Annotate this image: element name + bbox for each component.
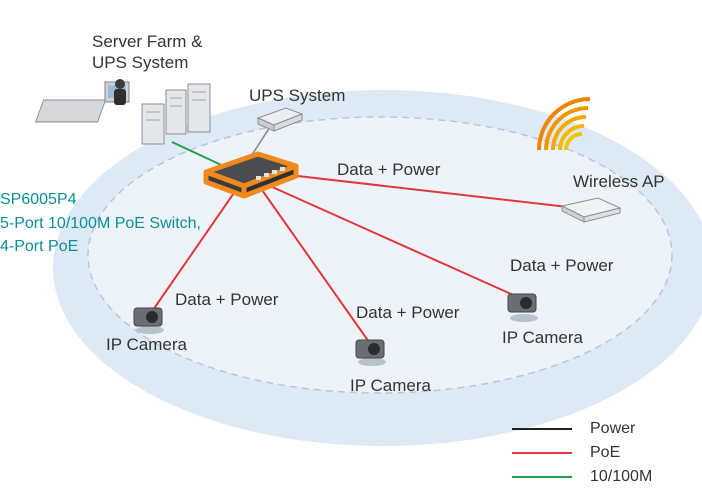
wireless-ap-label: Wireless AP xyxy=(573,172,665,191)
ip-camera-left-label: IP Camera xyxy=(106,335,187,354)
legend-power-label: Power xyxy=(590,420,636,437)
ip-camera-center-label: IP Camera xyxy=(350,376,431,395)
ups-device-icon xyxy=(256,107,304,132)
ups-system-label: UPS System xyxy=(249,86,346,105)
poe-line-right-camera xyxy=(269,185,521,299)
ip-camera-right-label: IP Camera xyxy=(502,328,583,347)
legend-10-100m-label: 10/100M xyxy=(590,468,653,485)
server-farm-label-line1: Server Farm & xyxy=(92,32,203,51)
legend-power-line xyxy=(512,428,572,430)
data-power-label-ap: Data + Power xyxy=(337,160,441,179)
poe-line-center-camera xyxy=(261,189,370,343)
poe-switch-icon xyxy=(203,151,299,199)
switch-description-line1: 5-Port 10/100M PoE Switch, xyxy=(0,215,201,232)
server-farm-icon xyxy=(34,79,211,145)
data-power-label-left: Data + Power xyxy=(175,290,279,309)
poe-line-ap xyxy=(279,173,569,208)
legend-10-100m-line xyxy=(512,476,572,478)
switch-description-line2: 4-Port PoE xyxy=(0,238,79,255)
switch-model-label: SP6005P4 xyxy=(0,191,77,208)
ip-camera-right-icon xyxy=(507,293,538,322)
ip-camera-center-icon xyxy=(355,339,386,366)
wireless-signal-icon xyxy=(537,97,591,151)
legend-poe-line xyxy=(512,452,572,454)
ip-camera-left-icon xyxy=(133,307,164,334)
poe-line-left-camera xyxy=(152,189,237,311)
server-farm-label-line2: UPS System xyxy=(92,53,189,72)
data-power-label-right: Data + Power xyxy=(510,256,614,275)
legend-poe-label: PoE xyxy=(590,444,621,461)
wireless-ap-icon xyxy=(560,197,622,223)
data-power-label-center: Data + Power xyxy=(356,303,460,322)
